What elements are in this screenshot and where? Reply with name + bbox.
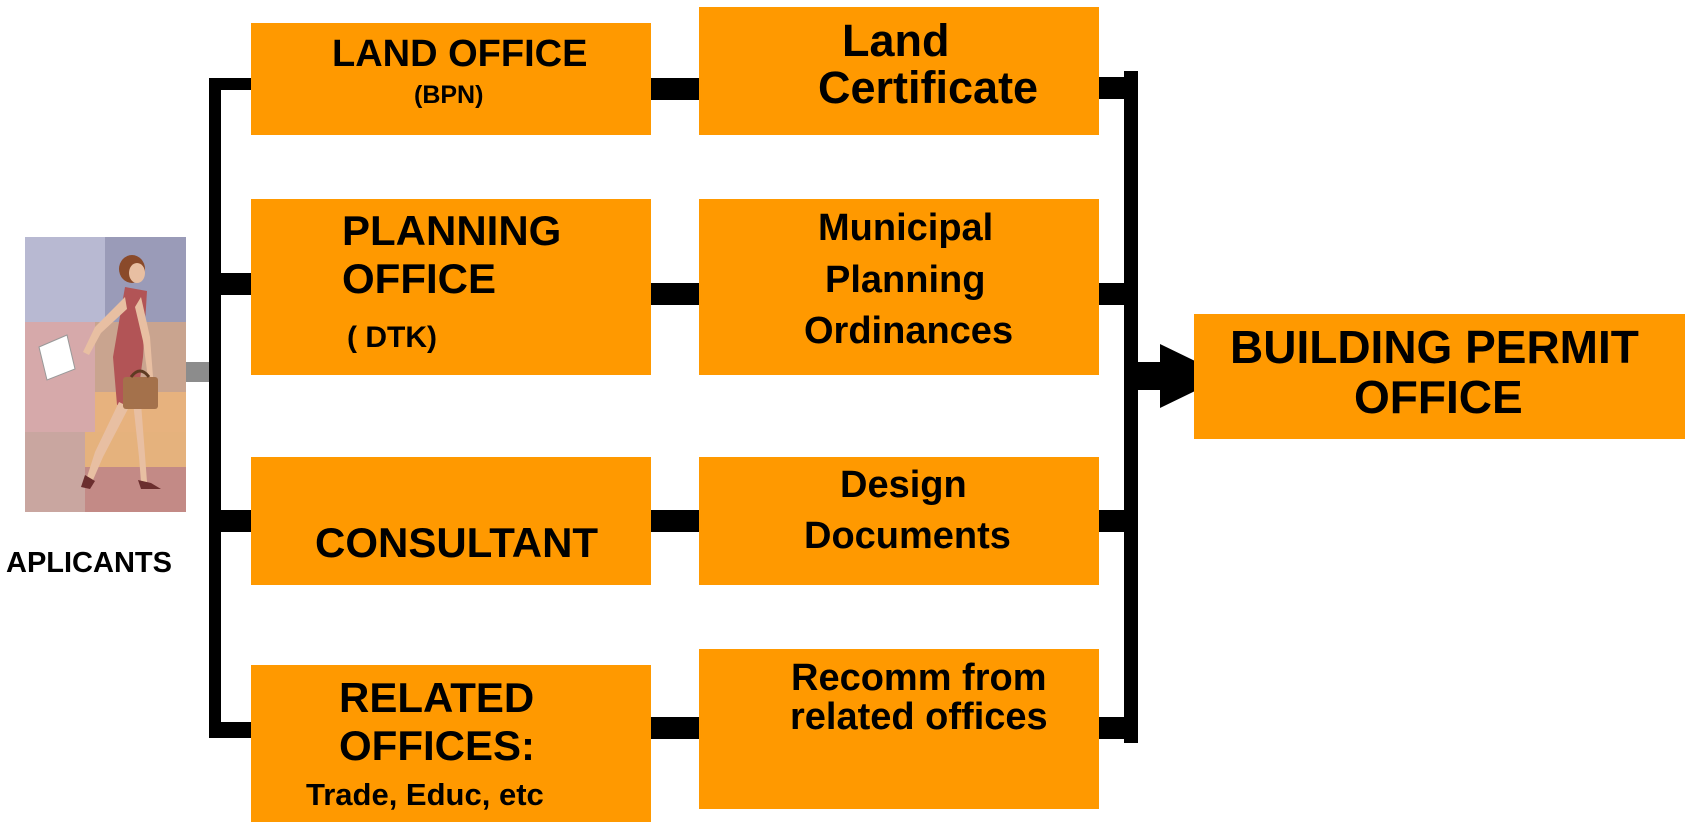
doc-planning-line1: Municipal [818,207,994,249]
doc-design-line1: Design [840,464,967,506]
office-planning-sub: ( DTK) [347,321,437,354]
doc-design-line2: Documents [804,515,1011,557]
doc-recomm-line1: Recomm from [791,657,1047,699]
office-related-sub: Trade, Educ, etc [306,777,544,812]
mid-connector-4 [651,717,699,739]
doc-planning-line2: Planning [825,259,986,301]
office-planning: PLANNING OFFICE ( DTK) [251,199,651,375]
applicant-illustration [25,237,186,512]
doc-planning-ordinances: Municipal Planning Ordinances [699,199,1099,375]
office-consultant-title: CONSULTANT [315,519,599,566]
applicant-label: APLICANTS [6,547,172,579]
left-stub-4 [209,722,251,738]
doc-land-line1: Land [842,15,950,66]
doc-planning-line3: Ordinances [804,310,1014,352]
right-bus [1124,71,1138,743]
mid-connector-2 [651,283,699,305]
target-line1: BUILDING PERMIT [1230,321,1639,373]
walking-woman-icon [25,237,186,512]
building-permit-office: BUILDING PERMIT OFFICE [1194,314,1685,439]
left-stub-1 [209,78,251,90]
doc-recomm-line2: related offices [790,696,1048,738]
office-related-title-1: RELATED [339,674,535,721]
office-related-title-2: OFFICES: [339,722,535,769]
mid-connector-3 [651,510,699,532]
office-land-title: LAND OFFICE [332,33,588,75]
doc-land-line2: Certificate [818,62,1039,113]
doc-design-documents: Design Documents [699,457,1099,585]
target-line2: OFFICE [1354,371,1523,423]
doc-recommendations: Recomm from related offices [699,649,1099,809]
office-consultant: CONSULTANT [251,457,651,585]
doc-land-certificate: Land Certificate [699,7,1099,135]
mid-connector-1 [651,78,699,100]
left-bus [209,78,221,738]
office-planning-title-2: OFFICE [342,255,496,302]
left-stub-3 [209,510,251,532]
arrow-shaft [1124,362,1164,390]
office-land: LAND OFFICE (BPN) [251,23,651,135]
office-land-sub: (BPN) [414,81,484,109]
office-planning-title-1: PLANNING [342,207,562,254]
arrow-head-icon [1160,344,1226,408]
left-stub-2 [209,273,251,295]
office-related: RELATED OFFICES: Trade, Educ, etc [251,665,651,822]
